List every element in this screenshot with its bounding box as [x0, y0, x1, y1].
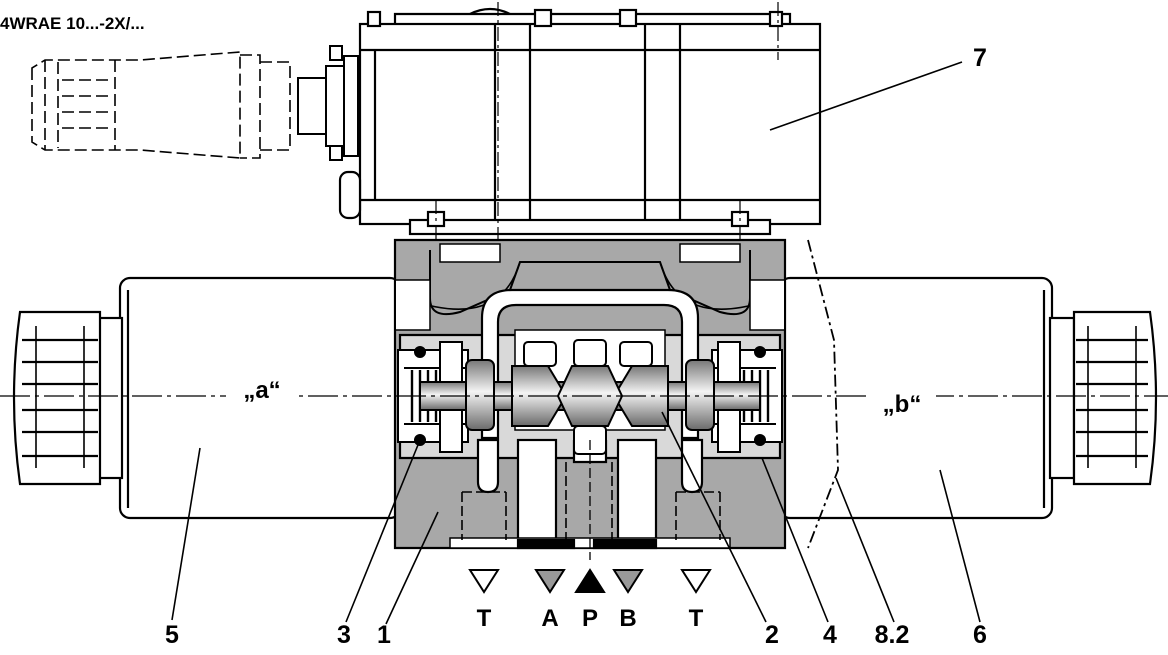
port-label-b: B: [619, 605, 636, 632]
callout-3: 3: [337, 621, 351, 649]
diagram-title: 4WRAE 10...-2X/...: [0, 14, 145, 33]
port-symbol-b: [612, 569, 644, 594]
callout-4: 4: [823, 621, 837, 649]
port-symbol-p: [574, 568, 606, 593]
side-label-b: „b“: [883, 391, 922, 418]
callout-2: 2: [765, 621, 779, 649]
position-sensor-outline: [807, 239, 839, 549]
solenoid-a: [12, 276, 402, 520]
side-label-a: „a“: [243, 377, 280, 404]
connector-socket: [297, 45, 359, 161]
callout-6: 6: [973, 621, 987, 649]
leader-lines: [171, 61, 981, 625]
callout-7: 7: [973, 44, 987, 72]
port-label-t-right: T: [689, 605, 704, 632]
electronics-housing: [338, 7, 822, 236]
callout-5: 5: [165, 621, 179, 649]
port-label-a: A: [541, 605, 558, 632]
callout-8-2: 8.2: [875, 621, 910, 649]
callout-1: 1: [377, 621, 391, 649]
port-label-t-left: T: [477, 605, 492, 632]
port-symbol-t-left: [468, 569, 500, 594]
tank-port-channels: [461, 462, 721, 540]
connector-plug-outline: [31, 51, 291, 159]
port-symbol-t-right: [680, 569, 712, 594]
housing-centerlines: [435, 2, 779, 240]
port-label-p: P: [582, 605, 598, 632]
port-symbol-a: [534, 569, 566, 594]
